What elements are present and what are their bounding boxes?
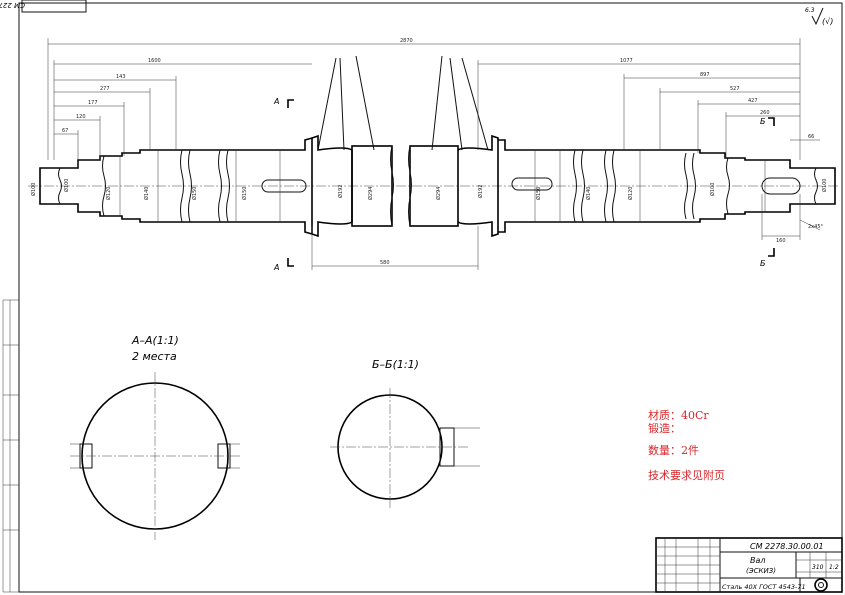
dim-center-span: 580 (380, 260, 390, 266)
title-block: СМ 2278.30.00.01 Вал (ЭСКИЗ) Сталь 40Х Г… (655, 537, 843, 593)
svg-text:Ø140: Ø140 (143, 187, 150, 200)
svg-text:6.3: 6.3 (805, 7, 815, 14)
svg-text:Ø150: Ø150 (535, 187, 542, 200)
shaft-main-view (28, 55, 838, 238)
section-b-marker-bottom: Б (760, 259, 766, 268)
svg-text:Ø100: Ø100 (30, 183, 37, 196)
svg-text:Ø140: Ø140 (585, 187, 592, 200)
technical-notes: 材质：40Cr 锻造： 数量：2件 技术要求见附页 (648, 408, 725, 482)
title-block-subname: (ЭСКИЗ) (746, 567, 776, 575)
section-aa-subtitle: 2 места (132, 350, 177, 363)
section-bb: Б–Б(1:1) (330, 358, 480, 508)
svg-text:Ø150: Ø150 (191, 187, 198, 200)
svg-text:Ø120: Ø120 (627, 187, 634, 200)
title-block-scale: 1:2 (829, 564, 839, 571)
dim-right-span: 1077 (620, 58, 633, 64)
svg-text:Ø150: Ø150 (241, 187, 248, 200)
keyway-end (761, 177, 801, 195)
section-markers: А А Б Б (273, 97, 775, 272)
roughness-symbol: 6.3 (√) (805, 7, 833, 26)
section-a-marker-bottom: А (273, 263, 279, 272)
section-bb-title: Б–Б(1:1) (372, 358, 419, 371)
keyway-right (511, 177, 553, 191)
svg-text:120: 120 (76, 114, 86, 120)
title-block-name: Вал (750, 556, 766, 565)
drawing-number-stamp: СМ 2278.30.00.01 (0, 0, 87, 13)
section-a-marker-top: А (273, 97, 279, 106)
dimension-lines: 2870 1600 1077 143 277 177 120 67 897 52… (30, 38, 828, 270)
svg-text:Ø100: Ø100 (63, 179, 70, 192)
note-quantity: 数量：2件 (648, 444, 699, 457)
svg-text:143: 143 (116, 74, 126, 80)
svg-text:Ø100: Ø100 (709, 183, 716, 196)
section-b-marker-top: Б (760, 117, 766, 126)
title-block-mass: 310 (812, 564, 824, 571)
note-requirements: 技术要求见附页 (648, 468, 725, 482)
title-block-number: СМ 2278.30.00.01 (750, 542, 824, 551)
svg-text:260: 260 (760, 110, 770, 116)
note-forging: 锻造： (648, 421, 681, 435)
svg-text:66: 66 (808, 134, 814, 140)
svg-text:Ø294: Ø294 (435, 187, 442, 200)
svg-text:Ø192: Ø192 (337, 185, 344, 198)
dim-left-span: 1600 (148, 58, 161, 64)
keyway-left (261, 179, 307, 193)
dim-overall: 2870 (400, 38, 413, 44)
section-aa: А–А(1:1) 2 места (70, 334, 240, 540)
svg-text:(√): (√) (822, 17, 833, 26)
svg-text:Ø192: Ø192 (477, 185, 484, 198)
svg-text:67: 67 (62, 128, 68, 134)
dim-keyway-chamfer: 2x45° (808, 224, 824, 230)
svg-text:527: 527 (730, 86, 740, 92)
svg-text:427: 427 (748, 98, 758, 104)
company-logo-icon (814, 578, 828, 592)
svg-text:Ø294: Ø294 (367, 187, 374, 200)
svg-text:Ø120: Ø120 (105, 187, 112, 200)
svg-text:277: 277 (100, 86, 110, 92)
dim-keyway-width: 160 (776, 238, 786, 244)
section-aa-title: А–А(1:1) (131, 334, 179, 347)
svg-text:177: 177 (88, 100, 98, 106)
svg-text:СМ 2278.30.00.01: СМ 2278.30.00.01 (0, 1, 25, 9)
note-material: 材质：40Cr (648, 408, 709, 422)
svg-text:897: 897 (700, 72, 710, 78)
title-block-material: Сталь 40Х ГОСТ 4543-71 (722, 583, 806, 591)
svg-text:Ø100: Ø100 (821, 179, 828, 192)
